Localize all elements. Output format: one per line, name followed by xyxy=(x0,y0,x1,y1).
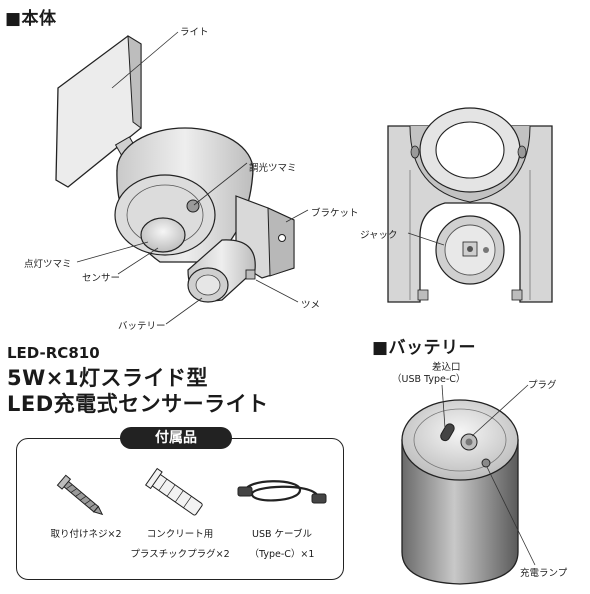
accessories-heading: 付属品 xyxy=(120,427,232,449)
screw-icon xyxy=(56,474,104,516)
main-section-heading: ■本体 xyxy=(5,9,57,29)
callout-charge-lamp: 充電ランプ xyxy=(520,568,568,579)
callout-sensor: センサー xyxy=(82,273,121,284)
model-number: LED-RC810 xyxy=(7,344,100,362)
charge-lamp xyxy=(481,458,491,468)
callout-bracket: ブラケット xyxy=(311,208,359,219)
product-title-line2: LED充電式センサーライト xyxy=(7,392,269,416)
accessory-plug-line2: プラスチックプラグ×2 xyxy=(130,549,230,560)
accessory-item-plug: コンクリート用 プラスチックプラグ×2 xyxy=(120,528,240,562)
callout-plug: プラグ xyxy=(528,380,557,391)
callout-dimmer-knob: 調光ツマミ xyxy=(249,163,297,174)
rear-view-illustration xyxy=(387,107,553,303)
battery-callout-lines xyxy=(441,384,536,566)
accessory-cable-line1: USB ケーブル xyxy=(252,529,312,540)
accessory-screw-line1: 取り付けネジ×2 xyxy=(50,529,122,540)
housing-front xyxy=(114,174,216,256)
callout-tab: ツメ xyxy=(301,300,321,311)
callout-port-line1: 差込口 xyxy=(432,362,461,373)
product-illustration xyxy=(55,35,295,303)
accessory-item-cable: USB ケーブル （Type-C）×1 xyxy=(222,528,342,562)
callout-on-knob: 点灯ツマミ xyxy=(24,259,72,270)
battery-illustration xyxy=(401,399,519,585)
jack-callout-line xyxy=(407,232,445,246)
callout-battery: バッテリー xyxy=(118,321,166,332)
accessory-plug-line1: コンクリート用 xyxy=(146,529,214,540)
battery-section-heading: ■バッテリー xyxy=(372,338,477,358)
callout-light: ライト xyxy=(180,27,209,38)
usb-c-port xyxy=(440,423,455,442)
dimmer-knob xyxy=(186,199,200,213)
accessory-cable-line2: （Type-C）×1 xyxy=(249,549,315,560)
callout-jack: ジャック xyxy=(360,230,398,241)
callout-port-line2: （USB Type-C） xyxy=(392,374,466,385)
usb-cable-icon xyxy=(237,480,327,504)
sensor-lens xyxy=(140,217,186,253)
plastic-plug-icon xyxy=(144,467,203,516)
product-title-line1: 5W×1灯スライド型 xyxy=(7,366,208,390)
accessory-item-screw: 取り付けネジ×2 xyxy=(26,528,146,542)
main-callout-lines xyxy=(76,31,309,325)
